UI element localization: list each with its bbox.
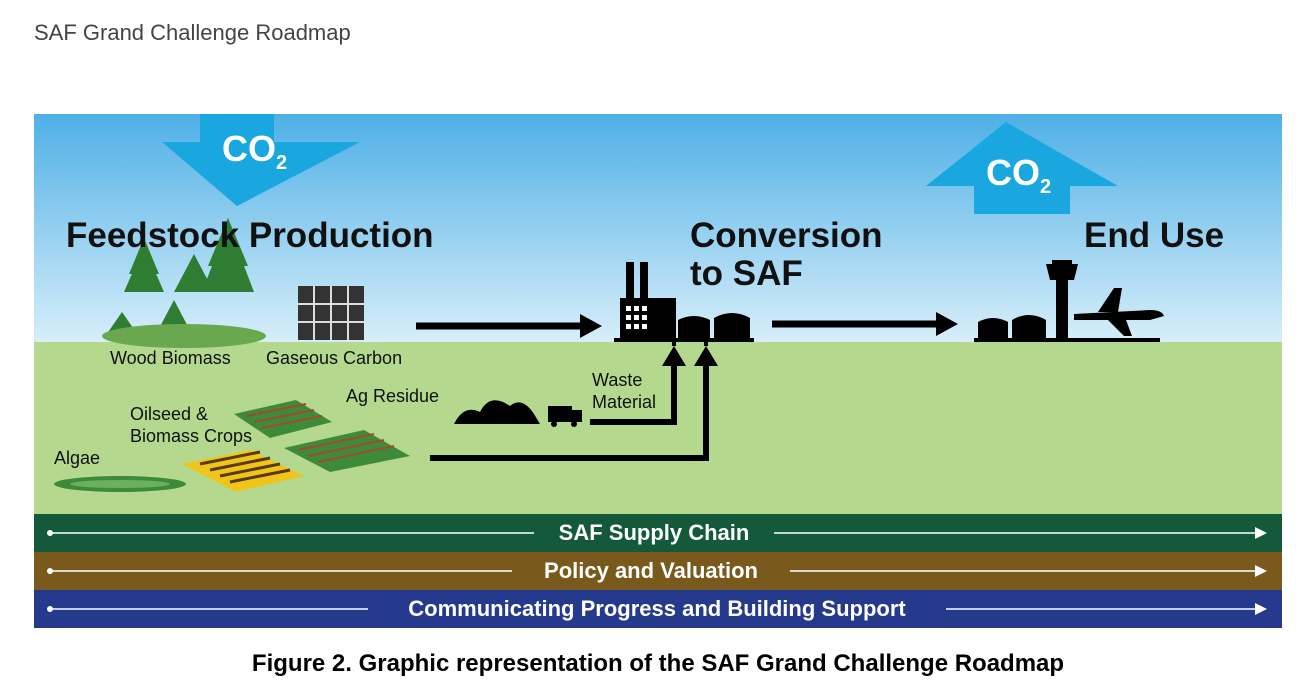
algae-icon [54,476,186,492]
factory-icon [614,262,754,342]
band-communicating-label: Communicating Progress and Building Supp… [396,591,918,627]
co2-left-label: CO2 [222,128,288,175]
stage-feedstock-label: Feedstock Production [66,216,434,255]
gaseous-carbon-icon [298,286,364,340]
waste-material-label-2: Material [592,392,657,412]
co2-down-arrow [162,114,360,206]
algae-label: Algae [54,448,101,468]
arrow-waste-to-conversion [590,362,677,425]
roadmap-graphic [34,114,1282,628]
stage-conversion-label-1: Conversion [690,216,883,255]
trees-icon [102,218,266,348]
band-dot [47,530,53,536]
wood-biomass-label: Wood Biomass [110,348,231,368]
ag-residue-field-icon [234,400,410,472]
gaseous-carbon-label: Gaseous Carbon [266,348,403,368]
arrow-crops-to-conversion [430,362,709,461]
end-use-icon [974,260,1164,342]
stage-end-use-label: End Use [1084,216,1225,255]
oilseed-label-2: Biomass Crops [130,426,253,446]
band-supply-chain-label: SAF Supply Chain [546,515,762,551]
co2-up-arrow [926,122,1118,214]
oilseed-label-1: Oilseed & [130,404,209,424]
waste-truck-icon [454,400,582,427]
band-dot [47,606,53,612]
page-title: SAF Grand Challenge Roadmap [34,20,351,45]
ag-residue-label: Ag Residue [346,386,440,406]
band-policy-label: Policy and Valuation [532,553,770,589]
co2-right-label: CO2 [986,152,1052,199]
waste-material-label-1: Waste [592,370,643,390]
figure-caption: Figure 2. Graphic representation of the … [251,650,1065,677]
roadmap-figure: CO2 CO2 Feedstock Production Conversion … [34,114,1282,628]
band-dot [47,568,53,574]
oilseed-field-icon [182,450,304,492]
stage-conversion-label-2: to SAF [690,254,803,293]
